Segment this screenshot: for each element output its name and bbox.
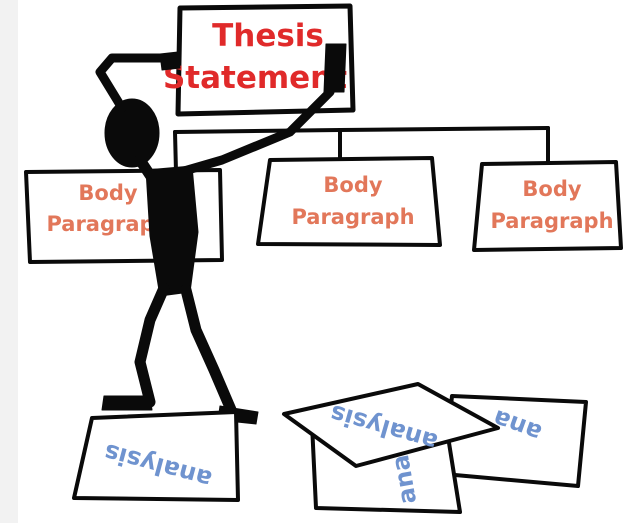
figure-left-arm — [95, 53, 173, 113]
connector-lines — [173, 126, 550, 174]
body-paragraph-1-line-1: Body — [78, 181, 137, 205]
body-paragraph-3-line-1: Body — [522, 177, 581, 201]
figure-right-leg — [180, 284, 238, 418]
stick-figure — [95, 43, 347, 425]
horizontal-connector — [173, 126, 550, 134]
figure-head — [104, 98, 160, 168]
body-paragraph-box-3: Body Paragraph — [472, 160, 623, 252]
analysis-sheet-2: analysis — [282, 382, 500, 468]
thesis-line-1: Thesis — [212, 18, 324, 54]
connector-left — [173, 130, 178, 174]
figure-left-foot — [101, 395, 153, 411]
figure-left-hand — [159, 51, 181, 71]
figure-torso — [145, 165, 199, 297]
body-paragraph-2-line-2: Paragraph — [291, 205, 414, 229]
body-paragraph-box-2: Body Paragraph — [256, 156, 442, 247]
figure-right-hand — [323, 43, 347, 93]
body-paragraph-3-line-2: Paragraph — [490, 209, 613, 233]
left-border-strip — [0, 0, 18, 523]
analysis-sheet-1: analysis — [72, 410, 240, 502]
thesis-statement-box: Thesis Statement — [163, 3, 356, 117]
figure-left-leg — [112, 282, 170, 408]
body-paragraph-2-line-1: Body — [323, 173, 382, 197]
thesis-line-2: Statement — [163, 60, 347, 96]
